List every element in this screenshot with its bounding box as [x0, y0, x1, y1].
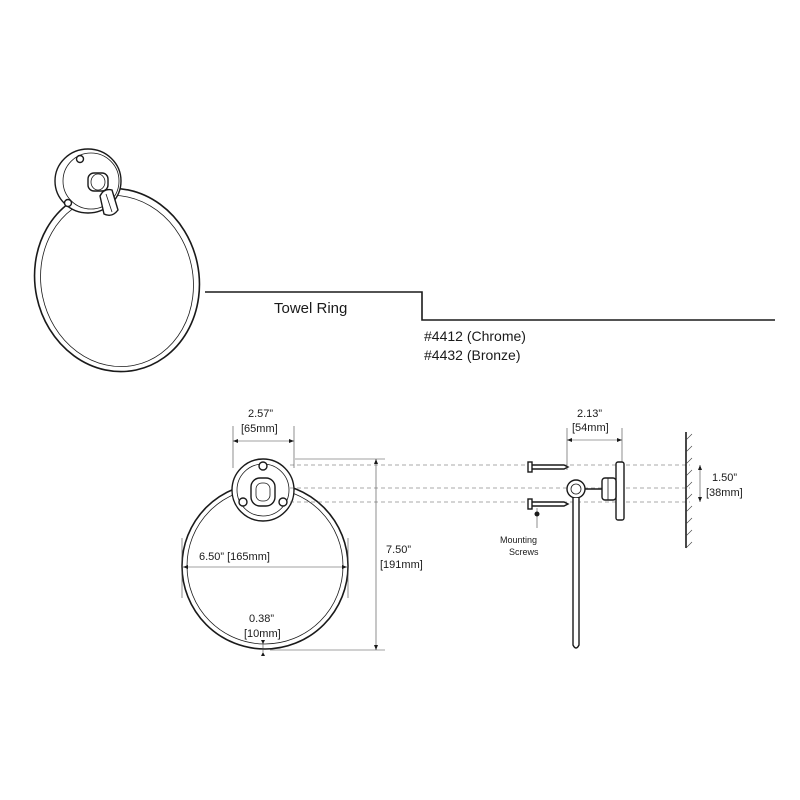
overall-height-mm-label: [191mm] — [380, 559, 423, 571]
projection-mm-label: [54mm] — [572, 422, 609, 434]
mounting-screws-label-1: Mounting — [500, 535, 537, 545]
plate-side — [615, 461, 625, 521]
screw-spacing-label: 1.50” — [712, 472, 737, 484]
screw-head-side — [527, 498, 533, 510]
product-illustration — [33, 148, 201, 373]
wall-plate-front — [62, 152, 120, 210]
ring-thickness-label: 0.38” — [249, 613, 274, 625]
side-view: 2.13” [54mm] 1.50” [38mm] — [566, 408, 743, 649]
screw-icon — [529, 501, 570, 507]
product-title: Towel Ring — [274, 300, 347, 317]
post-side — [601, 477, 617, 501]
arrow — [261, 640, 265, 656]
callout-dot — [534, 511, 540, 517]
screw-head — [258, 461, 268, 471]
ring-side — [572, 498, 580, 649]
knuckle-side-inner — [570, 483, 582, 495]
post — [87, 172, 109, 192]
knuckle-side — [566, 479, 586, 499]
mounting-screws-label-2: Screws — [509, 547, 539, 557]
projection-label: 2.13” — [577, 408, 602, 420]
screw-head-side — [527, 461, 533, 473]
screw-spacing-mm-label: [38mm] — [706, 487, 743, 499]
mounting-screws: Mounting Screws — [500, 461, 570, 557]
ring-diameter-label: 6.50” [165mm] — [199, 551, 270, 563]
screw-head — [278, 497, 288, 507]
screw-head — [63, 198, 73, 208]
screw-icon — [529, 464, 570, 470]
wall-hatching — [685, 433, 693, 549]
knuckle-line — [105, 193, 113, 213]
overall-height-label: 7.50” — [386, 544, 411, 556]
screw-head — [238, 497, 248, 507]
model-bronze: #4432 (Bronze) — [424, 347, 521, 363]
plate-width-label: 2.57” — [248, 408, 273, 420]
model-chrome: #4412 (Chrome) — [424, 328, 526, 344]
ring-thickness-mm-label: [10mm] — [244, 628, 281, 640]
post-front — [250, 477, 276, 507]
screw-head — [75, 154, 85, 164]
plate-width-mm-label: [65mm] — [241, 423, 278, 435]
title-rule — [205, 291, 775, 321]
front-view: 2.57” [65mm] 6.50” [165mm] 0.38” [10mm] — [181, 408, 423, 656]
post-cap — [90, 173, 106, 191]
post-inner-front — [255, 482, 271, 502]
